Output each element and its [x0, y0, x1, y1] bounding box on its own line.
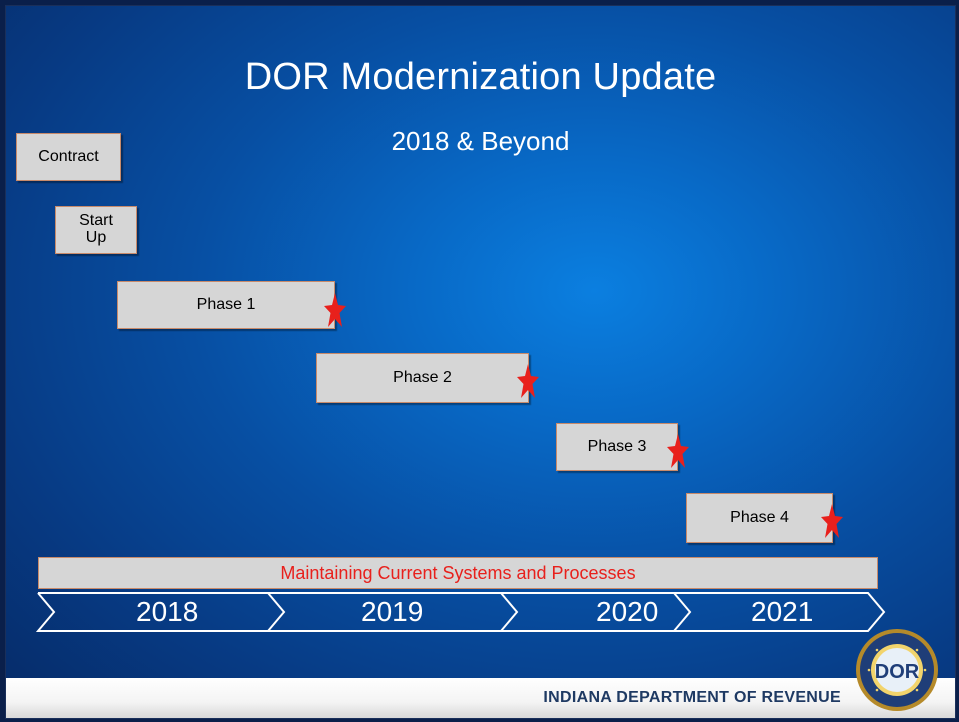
- dor-seal-logo: DOR: [856, 629, 938, 711]
- milestone-star-icon: [667, 434, 689, 468]
- task-phase-1: Phase 1: [117, 281, 335, 329]
- year-label-2018: 2018: [136, 596, 199, 627]
- year-label-2019: 2019: [361, 596, 424, 627]
- maintenance-bar: Maintaining Current Systems and Processe…: [38, 557, 878, 589]
- task-phase-2: Phase 2: [316, 353, 529, 403]
- year-label-2021: 2021: [751, 596, 814, 627]
- timeline: 2018 2019 2020 2021: [36, 591, 896, 633]
- task-phase-3: Phase 3: [556, 423, 678, 471]
- task-contract: Contract: [16, 133, 121, 181]
- timeline-chevrons: [36, 592, 886, 632]
- milestone-star-icon: [821, 504, 843, 538]
- footer-organization: INDIANA DEPARTMENT OF REVENUE: [543, 689, 841, 706]
- slide-title: DOR Modernization Update: [244, 56, 717, 98]
- year-label-2020: 2020: [596, 596, 659, 627]
- milestone-star-icon: [517, 364, 539, 398]
- task-phase-4: Phase 4: [686, 493, 833, 543]
- task-start-up: Start Up: [55, 206, 137, 254]
- slide: DOR Modernization Update 2018 & Beyond C…: [5, 5, 956, 719]
- svg-text:DOR: DOR: [875, 661, 920, 683]
- footer-bar: INDIANA DEPARTMENT OF REVENUE: [6, 678, 955, 718]
- slide-subtitle: 2018 & Beyond: [391, 126, 570, 156]
- milestone-star-icon: [324, 293, 346, 327]
